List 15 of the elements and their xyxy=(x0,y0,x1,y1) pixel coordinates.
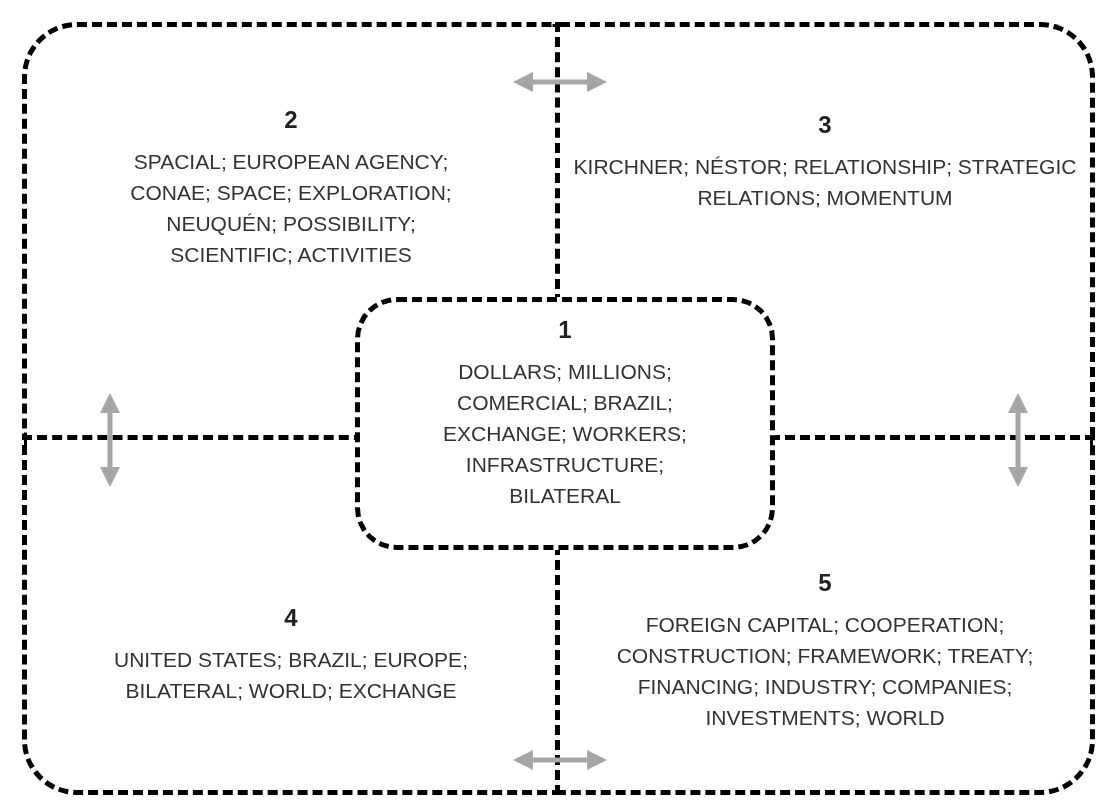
center-box xyxy=(355,297,775,550)
double-arrow xyxy=(100,393,120,487)
region-number: 3 xyxy=(818,110,832,140)
keyword-list: KIRCHNER; NÉSTOR; RELATIONSHIP; STRATEGIC RELATIONS; MOMENTUM xyxy=(570,151,1080,213)
double-arrow xyxy=(1008,393,1028,487)
region-number: 1 xyxy=(558,315,572,345)
region-number: 5 xyxy=(818,568,832,598)
double-arrow xyxy=(513,750,607,770)
keyword-list: UNITED STATES; BRAZIL; EUROPE; BILATERAL; WORLD; EXCHANGE xyxy=(57,644,525,706)
region-number: 2 xyxy=(284,105,298,135)
keyword-list: SPACIAL; EUROPEAN AGENCY; CONAE; SPACE; EXPLORATION; NEUQUÉN; POSSIBILITY; SCIENTIFIC; ACTIVITIES xyxy=(127,146,455,270)
keyword-list: DOLLARS; MILLIONS; COMERCIAL; BRAZIL; EXCHANGE; WORKERS; INFRASTRUCTURE; BILATERAL xyxy=(415,356,715,511)
region-number: 4 xyxy=(284,603,298,633)
keyword-list: FOREIGN CAPITAL; COOPERATION; CONSTRUCTION; FRAMEWORK; TREATY; FINANCING; INDUSTRY; COMPANIES; INVESTMENTS; WORLD xyxy=(590,609,1060,733)
double-arrow xyxy=(513,72,607,92)
